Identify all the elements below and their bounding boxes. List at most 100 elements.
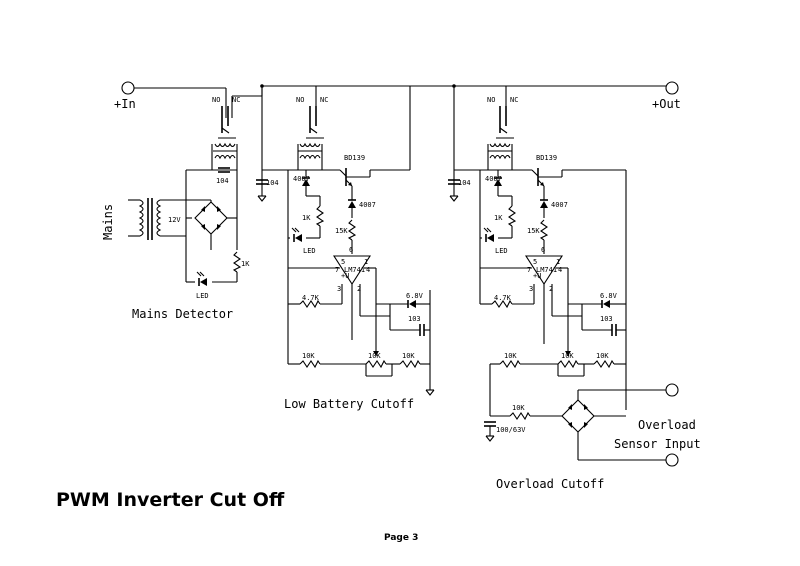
mains-detector-caption: Mains Detector xyxy=(132,307,233,321)
low-battery-bottom-resistor-2-label: 10K xyxy=(402,352,415,360)
overload-pin-1: 1 xyxy=(556,258,560,266)
overload-section: NO NC 104 4007 BD139 4007 1K LED 15K 6 5… xyxy=(447,84,701,491)
low-battery-pin-4: 4 xyxy=(366,266,370,274)
low-battery-pot-label: 10K xyxy=(368,352,381,360)
low-battery-ref-cap-label: 103 xyxy=(408,315,421,323)
mains-led-label: LED xyxy=(196,292,209,300)
page-number: Page 3 xyxy=(384,533,418,543)
low-battery-pin-7: 7 xyxy=(335,266,339,274)
overload-sense-cap xyxy=(483,421,497,427)
low-battery-led xyxy=(291,227,303,243)
relay-coil-2 xyxy=(297,143,323,159)
overload-sense-resistor xyxy=(509,412,531,420)
low-battery-pin-3: 3 xyxy=(337,285,341,293)
low-battery-diode-mid-label: 4007 xyxy=(359,201,376,209)
overload-diode-mid xyxy=(539,199,549,209)
relay-nc-label-1: NC xyxy=(232,96,240,104)
overload-bottom-resistor-2-label: 10K xyxy=(596,352,609,360)
overload-led-label: LED xyxy=(495,247,508,255)
relay-nc-label-3: NC xyxy=(510,96,518,104)
mains-detector-section: NO NC 104 12V 1K LED Mains Mains Detecto… xyxy=(101,96,250,321)
overload-caption: Overload Cutoff xyxy=(496,477,604,491)
overload-pin-4: 4 xyxy=(558,266,562,274)
overload-transistor-label: BD139 xyxy=(536,154,557,162)
relay-coil-3 xyxy=(487,143,513,159)
relay-contact-3 xyxy=(496,86,514,139)
low-battery-diode-mid xyxy=(347,199,357,209)
overload-base-resistor-label: 15K xyxy=(527,227,540,235)
overload-led xyxy=(483,227,495,243)
overload-sensor-label-2: Sensor Input xyxy=(614,437,701,451)
overload-pot-label: 10K xyxy=(561,352,574,360)
overload-ref-cap xyxy=(611,323,617,337)
low-battery-caption: Low Battery Cutoff xyxy=(284,397,414,411)
in-terminal xyxy=(121,81,135,95)
low-battery-cap-in-label: 104 xyxy=(266,179,279,187)
overload-zener-label: 6.8V xyxy=(600,292,618,300)
relay-no-label-1: NO xyxy=(212,96,220,104)
low-battery-transistor xyxy=(339,168,371,196)
relay-contact-1 xyxy=(218,106,236,139)
low-battery-section: NO NC 104 4007 BD139 4007 1K LED 15K 6 5… xyxy=(255,84,435,411)
out-terminal-label: +Out xyxy=(652,97,681,111)
mains-input-label: Mains xyxy=(101,204,115,240)
overload-pin-5: 5 xyxy=(533,258,537,266)
overload-bottom-resistor-2 xyxy=(593,360,615,368)
overload-diode-top-label: 4007 xyxy=(485,175,502,183)
relay-no-label-3: NO xyxy=(487,96,495,104)
mains-led xyxy=(196,271,208,287)
mains-cap-label: 104 xyxy=(216,177,229,185)
relay-coil-1 xyxy=(212,143,238,159)
overload-sense-cap-label: 100/63V xyxy=(496,426,526,434)
sensor-terminal-1 xyxy=(665,383,679,397)
out-terminal xyxy=(665,81,679,95)
low-battery-pot xyxy=(365,360,387,368)
low-battery-transistor-label: BD139 xyxy=(344,154,365,162)
overload-diode-mid-label: 4007 xyxy=(551,201,568,209)
overload-opamp xyxy=(480,255,569,344)
relay-nc-label-2: NC xyxy=(320,96,328,104)
low-battery-pin-2: 2 xyxy=(357,285,361,293)
low-battery-base-resistor-label: 15K xyxy=(335,227,348,235)
overload-led-resistor-label: 1K xyxy=(494,214,503,222)
low-battery-feedback-resistor-label: 4.7K xyxy=(302,294,320,302)
low-battery-led-resistor xyxy=(316,205,324,227)
overload-sensor-label-1: Overload xyxy=(638,418,696,432)
low-battery-base-resistor xyxy=(348,219,356,241)
overload-sense-resistor-label: 10K xyxy=(512,404,525,412)
low-battery-pin-5: 5 xyxy=(341,258,345,266)
overload-ref-cap-label: 103 xyxy=(600,315,613,323)
overload-pin-2: 2 xyxy=(549,285,553,293)
low-battery-led-resistor-label: 1K xyxy=(302,214,311,222)
mains-resistor-label: 1K xyxy=(241,260,250,268)
overload-base-resistor xyxy=(540,219,548,241)
overload-led-resistor xyxy=(508,205,516,227)
mains-bridge xyxy=(194,201,228,235)
overload-zener xyxy=(601,299,611,309)
low-battery-bottom-resistor-2 xyxy=(399,360,421,368)
overload-bridge xyxy=(561,399,595,433)
overload-opamp-label: LM741 xyxy=(536,266,557,274)
overload-pin-3: 3 xyxy=(529,285,533,293)
page-title: PWM Inverter Cut Off xyxy=(56,489,285,511)
low-battery-bottom-resistor-1 xyxy=(299,360,321,368)
low-battery-pin-1: 1 xyxy=(364,258,368,266)
mains-voltage-label: 12V xyxy=(168,216,181,224)
overload-transistor xyxy=(531,168,563,196)
relay-no-label-2: NO xyxy=(296,96,304,104)
low-battery-diode-top-label: 4007 xyxy=(293,175,310,183)
low-battery-opamp xyxy=(288,255,377,344)
overload-bottom-resistor-1 xyxy=(499,360,521,368)
low-battery-pin-6: 6 xyxy=(349,246,353,254)
low-battery-ref-cap xyxy=(419,323,425,337)
top-rail xyxy=(121,81,679,118)
mains-transformer xyxy=(128,198,186,240)
overload-pin-plusu: +U xyxy=(533,272,541,280)
low-battery-opamp-label: LM741 xyxy=(344,266,365,274)
low-battery-bottom-resistor-1-label: 10K xyxy=(302,352,315,360)
in-terminal-label: +In xyxy=(114,97,136,111)
low-battery-led-label: LED xyxy=(303,247,316,255)
overload-pot xyxy=(557,360,579,368)
overload-cap-in-label: 104 xyxy=(458,179,471,187)
